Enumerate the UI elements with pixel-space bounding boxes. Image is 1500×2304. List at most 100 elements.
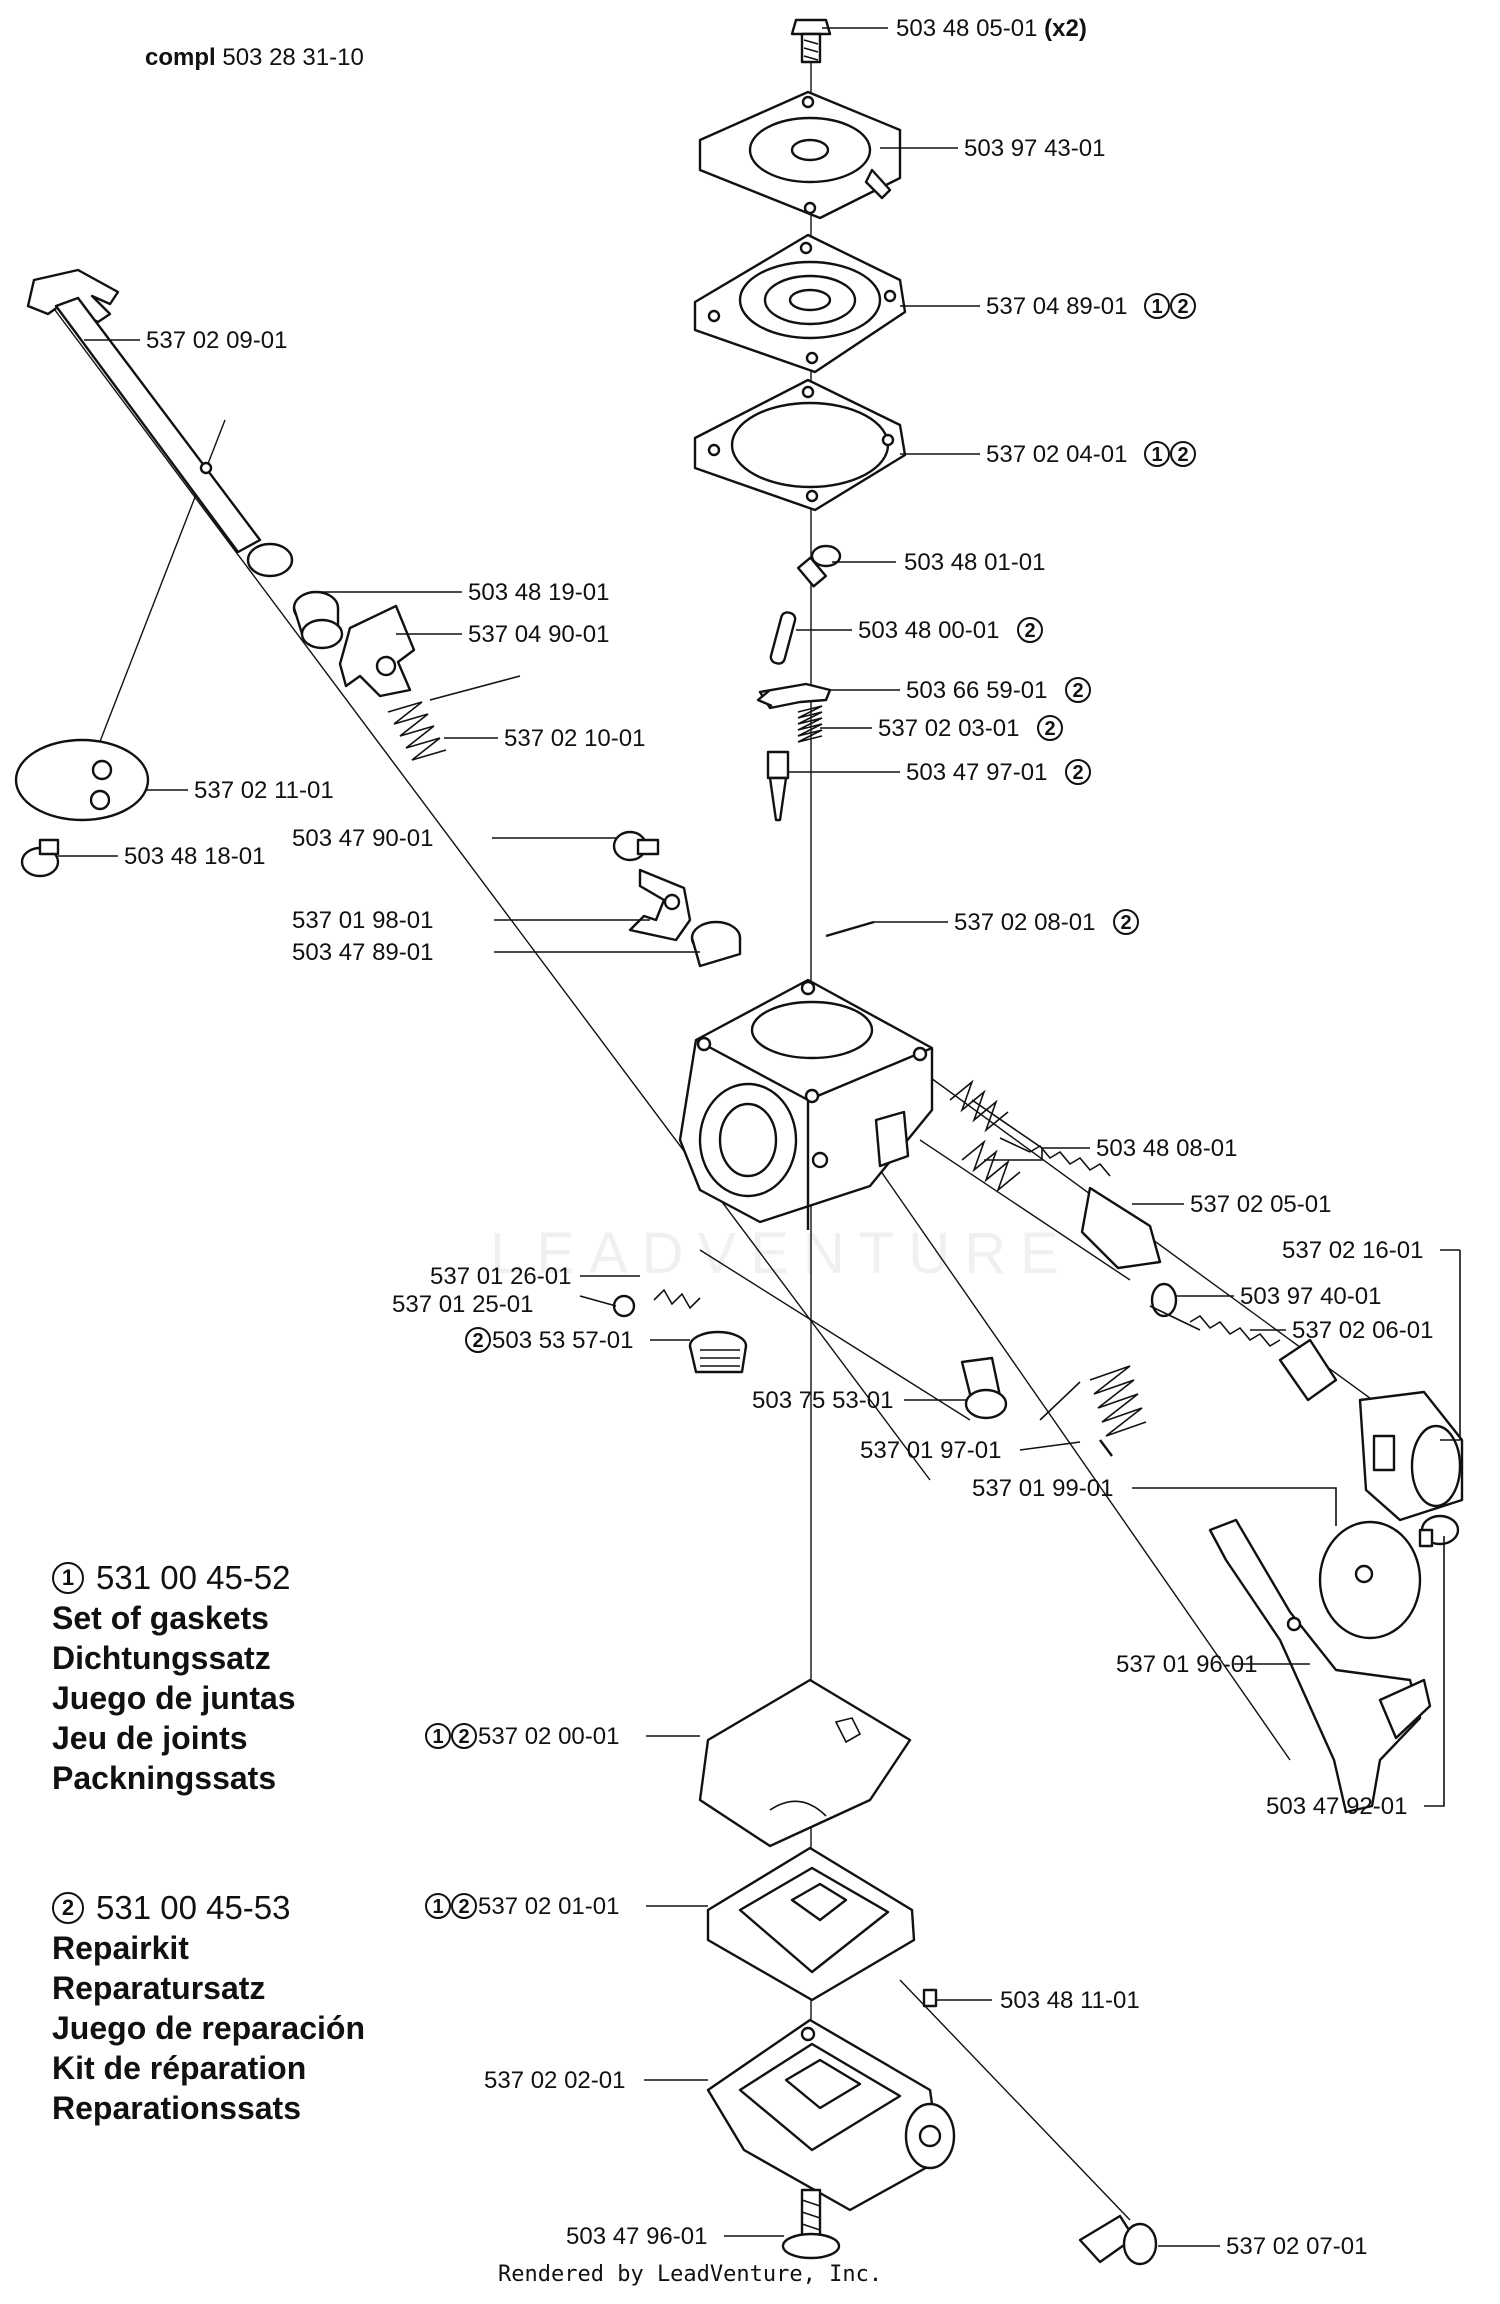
choke-spring xyxy=(1039,1365,1147,1457)
part-number: 537 02 11-01 xyxy=(194,777,334,804)
assembly-part-number: 503 28 31-10 xyxy=(222,44,364,71)
part-number: 503 47 89-01 xyxy=(292,939,433,966)
inlet-lever xyxy=(756,682,832,710)
part-number: 537 02 00-01 xyxy=(478,1723,619,1750)
lever-spring xyxy=(797,705,823,743)
kit-ref: 2 xyxy=(1177,296,1188,318)
jet-spring-ball xyxy=(612,1288,701,1318)
kit-ref: 2 xyxy=(1072,680,1083,702)
kit-part-number: 531 00 45-53 xyxy=(96,1889,291,1926)
inlet-screen xyxy=(688,1330,748,1374)
pump-gasket xyxy=(706,1846,916,2002)
throttle-lever xyxy=(338,604,416,698)
check-valve xyxy=(922,1988,938,2008)
part-number: 537 02 16-01 xyxy=(1282,1237,1423,1264)
kit-legend-1: 1 531 00 45-52 Set of gaskets Dichtungss… xyxy=(52,1558,472,1798)
kit-name: Repairkit xyxy=(52,1930,189,1966)
part-number: 503 48 18-01 xyxy=(124,843,265,870)
kit-name: Packningssats xyxy=(52,1760,277,1796)
part-number: 537 04 90-01 xyxy=(468,621,609,648)
choke-screw xyxy=(612,830,660,862)
kit-ref: 2 xyxy=(1024,620,1035,642)
choke-valve xyxy=(1318,1520,1422,1640)
part-number: 503 75 53-01 xyxy=(752,1387,893,1414)
lever-screw xyxy=(796,544,842,588)
carburetor-body xyxy=(678,978,934,1230)
kit-ref: 2 xyxy=(1177,444,1188,466)
part-number: 503 66 59-01 xyxy=(906,677,1047,704)
part-number: 537 02 03-01 xyxy=(878,715,1019,742)
part-number: 503 48 05-01 xyxy=(896,15,1037,42)
kit-ref: 2 xyxy=(458,1896,469,1918)
part-number: 503 47 90-01 xyxy=(292,825,433,852)
kit-header: 2 531 00 45-53 xyxy=(52,1888,472,1928)
part-number: 503 48 11-01 xyxy=(1000,1987,1140,2014)
part-number: 537 01 25-01 xyxy=(392,1291,533,1318)
inlet-needle xyxy=(766,750,790,822)
idle-needle xyxy=(999,1137,1162,1270)
kit-ref: 2 xyxy=(472,1330,483,1352)
kit-ref: 2 xyxy=(1044,718,1055,740)
assembly-prefix: compl xyxy=(145,44,216,71)
part-number: 503 53 57-01 xyxy=(492,1327,633,1354)
pump-diaphragm xyxy=(698,1678,912,1848)
kit-ref: 2 xyxy=(1120,912,1131,934)
high-needle xyxy=(1149,1305,1338,1402)
kit-name: Reparationssats xyxy=(52,2090,301,2126)
pump-cover xyxy=(706,2018,956,2212)
kit-ref: 1 xyxy=(52,1562,84,1594)
limiter-cap xyxy=(1358,1390,1464,1522)
footer-credit: Rendered by LeadVenture, Inc. xyxy=(498,2262,883,2287)
part-number: 503 97 43-01 xyxy=(964,135,1105,162)
kit-ref: 1 xyxy=(1151,444,1162,466)
metering-diaphragm xyxy=(693,233,907,374)
part-number: 503 48 00-01 xyxy=(858,617,999,644)
part-number: 537 01 98-01 xyxy=(292,907,433,934)
svg-text:503 48 05-01 (x2): 503 48 05-01 (x2) xyxy=(896,15,1087,42)
throttle-valve xyxy=(14,738,150,822)
part-labels: 503 48 05-01 (x2) 503 97 43-01 537 04 89… xyxy=(124,15,1433,2260)
diaphragm-gasket xyxy=(693,378,907,512)
part-number: 503 47 97-01 xyxy=(906,759,1047,786)
part-number: 503 48 01-01 xyxy=(904,549,1045,576)
choke-valve-screw xyxy=(1418,1514,1460,1548)
choke-bushing xyxy=(690,920,742,968)
part-number: 537 01 96-01 xyxy=(1116,1651,1257,1678)
part-number: 537 02 07-01 xyxy=(1226,2233,1367,2260)
part-number: 537 02 02-01 xyxy=(484,2067,625,2094)
part-number: 537 04 89-01 xyxy=(986,293,1127,320)
kit-legend-2: 2 531 00 45-53 Repairkit Reparatursatz J… xyxy=(52,1888,472,2128)
kit-name: Set of gaskets xyxy=(52,1600,269,1636)
cover-screw xyxy=(790,18,832,64)
watermark: LEADVENTURE xyxy=(490,1221,1073,1286)
kit-ref: 1 xyxy=(432,1726,443,1748)
throttle-bushing xyxy=(292,590,344,650)
kit-ref: 2 xyxy=(458,1726,469,1748)
part-number: 537 02 10-01 xyxy=(504,725,645,752)
part-number: 537 02 01-01 xyxy=(478,1893,619,1920)
diaphragm-cover xyxy=(698,90,902,220)
part-number: 537 02 05-01 xyxy=(1190,1191,1331,1218)
part-number: 503 97 40-01 xyxy=(1240,1283,1381,1310)
adjust-springs xyxy=(949,1079,1021,1193)
pump-screw xyxy=(960,1356,1008,1420)
cover-screw-bottom xyxy=(781,2188,841,2260)
kit-ref: 2 xyxy=(52,1892,84,1924)
part-number: 503 47 92-01 xyxy=(1266,1793,1407,1820)
assembly-number: compl 503 28 31-10 xyxy=(145,44,364,72)
part-number: 537 01 99-01 xyxy=(972,1475,1113,1502)
part-number: 503 48 08-01 xyxy=(1096,1135,1237,1162)
kit-name: Juego de juntas xyxy=(52,1680,296,1716)
part-number: 537 02 06-01 xyxy=(1292,1317,1433,1344)
part-number: 503 47 96-01 xyxy=(566,2223,707,2250)
kit-ref: 1 xyxy=(1151,296,1162,318)
part-number: 503 48 19-01 xyxy=(468,579,609,606)
part-number: 537 02 09-01 xyxy=(146,327,287,354)
label-leaders xyxy=(58,27,1461,2247)
choke-shaft xyxy=(1208,1518,1432,1814)
part-number: 537 01 26-01 xyxy=(430,1263,571,1290)
throttle-shaft xyxy=(26,268,294,578)
kit-name: Dichtungssatz xyxy=(52,1640,271,1676)
throttle-screw xyxy=(20,838,60,878)
